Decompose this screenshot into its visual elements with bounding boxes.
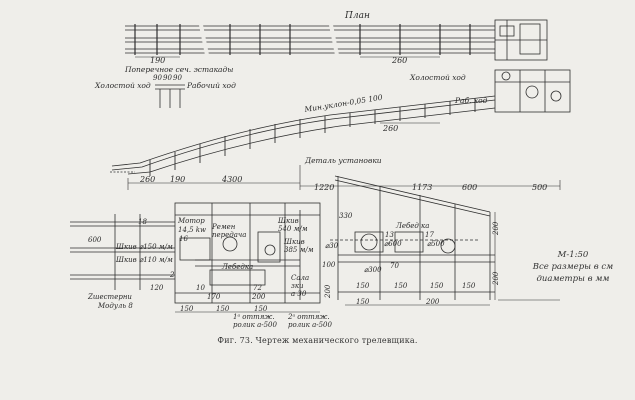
dim-90a: 90: [153, 74, 162, 82]
plan-title: План: [344, 11, 370, 21]
dim-2: 2: [169, 271, 175, 279]
dim-200r2: 200: [492, 271, 500, 286]
dim-90c: 90: [173, 74, 182, 82]
pulley-540-size: 540 м/м: [278, 225, 308, 233]
dim-18: 18: [138, 218, 147, 226]
pulley-385-size: 385 м/м: [284, 246, 314, 254]
belt-label-2: передача: [212, 231, 246, 239]
dim-90b: 90: [163, 74, 172, 82]
dim-72: 72: [253, 284, 262, 292]
dim-200v: 200: [324, 284, 332, 299]
dim-150c: 150: [254, 305, 268, 313]
dim-150d: 150: [356, 282, 370, 290]
work-run-label: Рабочий ход: [186, 81, 236, 90]
dim-150f: 150: [430, 282, 444, 290]
sleds-label-2: зки: [291, 282, 304, 290]
pull2-label: 2ᵃ оттяж.: [287, 313, 330, 321]
gears-label: Ζшестерни: [87, 293, 132, 301]
dim-70: 70: [390, 262, 399, 270]
idle-run-right-label: Холостой ход: [409, 73, 466, 82]
dim-260-top: 260: [391, 56, 407, 65]
dim-13: 13: [385, 231, 394, 239]
dim-1173: 1173: [412, 183, 432, 192]
cross-section: [155, 84, 185, 108]
dim-120: 120: [150, 284, 164, 292]
dim-200b: 200: [251, 293, 266, 301]
dim-150b: 150: [216, 305, 230, 313]
dim-300: ⌀300: [364, 266, 382, 274]
dim-600: 600: [462, 183, 477, 192]
sleds-label-3: а 30: [291, 290, 307, 298]
pulley-385-label: Шкив: [283, 238, 305, 246]
elevation-view: [110, 69, 571, 190]
dim-17: 17: [425, 231, 434, 239]
dim-150a: 150: [180, 305, 194, 313]
dim-030: ⌀30: [325, 242, 339, 250]
plan-view: [125, 19, 548, 61]
dim-600-bl: 600: [88, 236, 102, 244]
dim-200: 200: [425, 298, 440, 306]
figure-caption: Фиг. 73. Чертеж механического трелевщика…: [217, 336, 418, 345]
dim-150e: 150: [394, 282, 408, 290]
pulley-110-label: Шкив ⌀110 м/м: [115, 256, 173, 264]
dim-10: 10: [196, 284, 205, 292]
dim-330: 330: [339, 212, 353, 220]
dim-150g: 150: [462, 282, 476, 290]
units-note-2: диаметры в мм: [536, 274, 610, 284]
motor-power: 14,5 kw: [178, 226, 206, 234]
dim-500: 500: [532, 183, 547, 192]
dim-260-mid: 260: [382, 124, 398, 133]
dim-100: 100: [322, 261, 336, 269]
pull1-label: 1ᵃ оттяж.: [233, 313, 275, 321]
dim-150h: 150: [356, 298, 370, 306]
module-label: Модуль 8: [97, 302, 133, 310]
winch-label: Лебедка: [221, 263, 253, 271]
pulley-150-label: Шкив ⌀150 м/м: [115, 243, 173, 251]
work-run-right-label: Раб. ход: [454, 96, 488, 105]
pull1-roller: ролик а-500: [233, 321, 278, 329]
winch-right-label: Лебед ка: [395, 222, 429, 230]
pull2-roller: ролик а-500: [288, 321, 333, 329]
sleds-label: Сала: [291, 274, 309, 282]
units-note-1: Все размеры в см: [532, 262, 614, 272]
pulley-540-label: Шкив: [277, 217, 299, 225]
idle-run-label: Холостой ход: [94, 81, 151, 90]
scale-note: М-1:50: [557, 250, 589, 260]
dim-500c: ⌀500: [427, 240, 445, 248]
dim-1220: 1220: [314, 183, 334, 192]
cross-section-title: Поперечное сеч. эстакады: [124, 65, 233, 74]
dim-600c: ⌀600: [384, 240, 402, 248]
dim-260-left: 260: [139, 175, 155, 184]
min-slope-label: Мин.уклон-0,05 100: [303, 93, 383, 114]
installation-detail-label: Деталь установки: [304, 156, 382, 165]
detail-view: [70, 175, 560, 313]
dim-16: 16: [179, 235, 188, 243]
dim-4300: 4300: [221, 175, 242, 184]
dim-200r: 200: [492, 221, 500, 236]
dim-190-left: 190: [170, 175, 185, 184]
dim-190-top: 190: [150, 56, 165, 65]
motor-label: Мотор: [177, 217, 205, 225]
belt-label: Ремен: [211, 223, 236, 231]
dim-170: 170: [207, 293, 221, 301]
